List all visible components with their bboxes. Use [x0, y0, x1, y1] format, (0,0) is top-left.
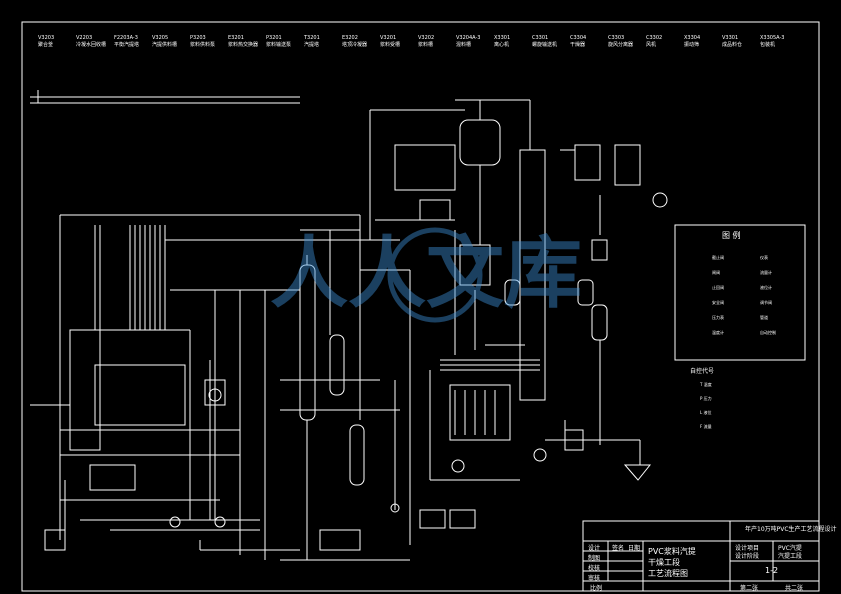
legend-item: 管道 — [760, 315, 768, 320]
polymerizer-vessel — [94, 364, 186, 426]
equipment-name: 浆料槽 — [418, 42, 434, 48]
equipment-name: 浆料受槽 — [380, 42, 401, 48]
drawing-frame — [21, 21, 820, 592]
equipment-name: 包装机 — [760, 42, 776, 48]
equipment-tag: E3202 — [342, 35, 358, 41]
equipment-tag: X3301 — [494, 35, 511, 41]
legend-item: 截止阀 — [712, 255, 724, 260]
mixing-tank — [459, 119, 501, 166]
equipment-name: 成品料仓 — [722, 42, 743, 48]
equipment-tag: E3201 — [228, 35, 244, 41]
equipment-name: 螺旋输送机 — [532, 42, 558, 48]
dryer-column — [519, 149, 546, 401]
legend-item: 压力表 — [712, 315, 724, 320]
legend-title: 图 例 — [722, 231, 741, 240]
equipment-tag: V3202 — [418, 35, 435, 41]
equipment-tag: C3304 — [570, 35, 587, 41]
title-drawing-name-2: 干燥工段 — [648, 558, 680, 567]
title-sheet-label: 第二张 — [740, 585, 759, 592]
equipment-tag: X3305A-3 — [760, 35, 785, 41]
legend-item: 液位计 — [760, 285, 772, 290]
title-role: 设计 — [588, 545, 601, 552]
cyclone-box — [574, 144, 601, 181]
title-project-value: PVC汽提 — [778, 545, 802, 552]
equipment-tag: F2203A-3 — [114, 35, 138, 41]
equipment-tag: C3301 — [532, 35, 549, 41]
legend-item: 闸阀 — [712, 270, 720, 275]
title-stage-value: 汽提工段 — [778, 553, 803, 560]
equipment-name: 混料槽 — [456, 42, 472, 48]
title-project-label: 设计项目 — [735, 545, 760, 552]
equipment-tag: V3203 — [38, 35, 55, 41]
title-school-line: 年产10万吨PVC生产工艺流程设计 — [745, 526, 837, 533]
equipment-name: 振动筛 — [684, 42, 700, 48]
equipment-name: 汽提供料槽 — [152, 42, 178, 48]
title-drawing-name-1: PVC浆料汽提 — [648, 547, 696, 556]
equipment-tag: V2203 — [76, 35, 93, 41]
title-total-label: 共二张 — [785, 585, 804, 592]
equipment-name: 汽提塔 — [304, 42, 320, 48]
legend-item: 流量计 — [760, 270, 772, 275]
legend-item: 调节阀 — [760, 300, 772, 305]
title-sheet-no: 1-2 — [765, 566, 779, 575]
equipment-tag: V3301 — [722, 35, 739, 41]
heat-exchanger — [449, 384, 511, 441]
legend-code: L 液位 — [700, 410, 712, 415]
equipment-tag: P3203 — [190, 35, 206, 41]
svg-text:人人文库: 人人文库 — [270, 229, 582, 319]
equipment-tag: V3201 — [380, 35, 397, 41]
condenser-column — [329, 334, 345, 396]
title-scale-label: 比例 — [590, 585, 603, 592]
legend-code: F 流量 — [700, 424, 712, 429]
equipment-name: 塔顶冷凝器 — [342, 42, 368, 48]
equipment-tag: V3204A-3 — [456, 35, 481, 41]
title-role: 审核 — [588, 575, 601, 582]
equipment-tag: P3201 — [266, 35, 282, 41]
equipment-name: 浆料热交换器 — [228, 42, 259, 48]
legend-item: 自动控制 — [760, 330, 776, 335]
title-stage-label: 设计阶段 — [735, 553, 760, 560]
slurry-tank-column — [349, 424, 365, 486]
equipment-name: 浆料输送泵 — [266, 42, 292, 48]
equipment-name: 干燥器 — [570, 42, 586, 48]
title-role-head-1: 签名 — [612, 545, 625, 552]
title-role-head-2: 日期 — [628, 545, 641, 552]
legend-item: 仪表 — [760, 255, 768, 260]
equipment-name: 冷凝水回收槽 — [76, 42, 107, 48]
legend-item: 安全阀 — [712, 300, 724, 305]
equipment-name: 浆料供料泵 — [190, 42, 216, 48]
equipment-tag: V3205 — [152, 35, 169, 41]
watermark: 人人文库 — [270, 227, 582, 323]
legend-item: 止回阀 — [712, 285, 724, 290]
legend-item: 温度计 — [712, 330, 724, 335]
slurry-receiver — [394, 144, 456, 191]
equipment-name: 聚合釜 — [38, 42, 54, 48]
title-role: 校核 — [588, 565, 601, 572]
equipment-tag: X3304 — [684, 35, 701, 41]
equipment-tag: T3201 — [304, 35, 320, 41]
title-role: 制图 — [588, 555, 601, 562]
equipment-name: 旋风分离器 — [608, 42, 634, 48]
title-drawing-name-3: 工艺流程图 — [648, 569, 688, 578]
equipment-name: 离心机 — [494, 42, 510, 48]
equipment-tag: C3303 — [608, 35, 625, 41]
title-block — [582, 520, 820, 592]
equipment-name: 平衡汽提塔 — [114, 42, 140, 48]
legend-box — [674, 224, 806, 361]
legend-codes-title: 自控代号 — [690, 368, 715, 375]
legend-code: P 压力 — [700, 396, 712, 401]
legend-code: T 温度 — [700, 382, 712, 387]
equipment-tag: C3302 — [646, 35, 663, 41]
equipment-name: 风机 — [646, 42, 657, 48]
